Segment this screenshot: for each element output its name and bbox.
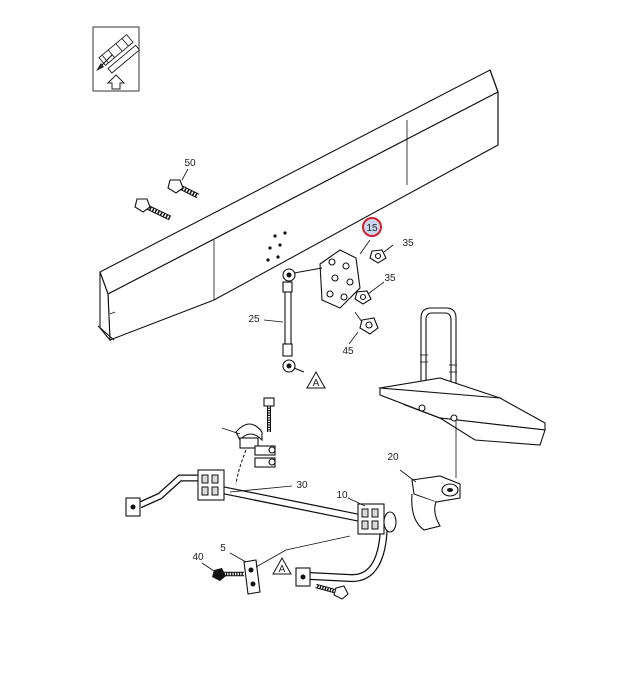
nut-45: [354, 311, 379, 335]
svg-text:35: 35: [402, 238, 414, 249]
leader-lines: [181, 168, 394, 345]
svg-text:A: A: [279, 564, 286, 575]
callout-30[interactable]: 30: [296, 480, 308, 491]
bracket-20: [399, 469, 461, 531]
callout-25[interactable]: 25: [248, 314, 260, 325]
axle-seat: [377, 377, 546, 478]
stabilizer-bar-30: [125, 469, 397, 587]
svg-text:30: 30: [296, 480, 308, 491]
bolt-lower-right: [315, 583, 349, 600]
svg-text:25: 25: [248, 314, 260, 325]
svg-text:5: 5: [220, 543, 226, 554]
callout-5[interactable]: 5: [220, 543, 226, 554]
callout-45[interactable]: 45: [342, 346, 354, 357]
callout-20[interactable]: 20: [387, 452, 399, 463]
bracket-5: [229, 535, 351, 595]
callout-35-upper[interactable]: 35: [402, 238, 414, 249]
callout-40[interactable]: 40: [192, 552, 204, 563]
svg-text:10: 10: [336, 490, 348, 501]
callout-35-lower[interactable]: 35: [384, 273, 396, 284]
frame-rail: [97, 69, 499, 342]
front-arrow-icon: [106, 74, 126, 90]
callout-50[interactable]: 50: [184, 158, 196, 169]
nut-35-upper: [369, 249, 387, 264]
svg-text:20: 20: [387, 452, 399, 463]
svg-text:40: 40: [192, 552, 204, 563]
svg-text:45: 45: [342, 346, 354, 357]
svg-text:15: 15: [366, 223, 378, 234]
warning-marker-a-lower: A: [272, 556, 292, 575]
svg-text:35: 35: [384, 273, 396, 284]
nut-35-lower: [354, 290, 372, 305]
warning-marker-a-upper: A: [306, 370, 326, 389]
orientation-icon: [92, 26, 141, 92]
clamp-bracket: [221, 397, 276, 485]
link-rod-25: [282, 267, 323, 373]
callout-15-highlighted[interactable]: 15: [362, 217, 382, 237]
callout-10[interactable]: 10: [336, 490, 348, 501]
u-bolt: [420, 307, 457, 385]
bolt-40: [201, 562, 244, 581]
bracket-plate-15: [319, 239, 371, 309]
svg-text:50: 50: [184, 158, 196, 169]
bolt-50: [134, 179, 200, 221]
svg-text:A: A: [313, 378, 320, 389]
